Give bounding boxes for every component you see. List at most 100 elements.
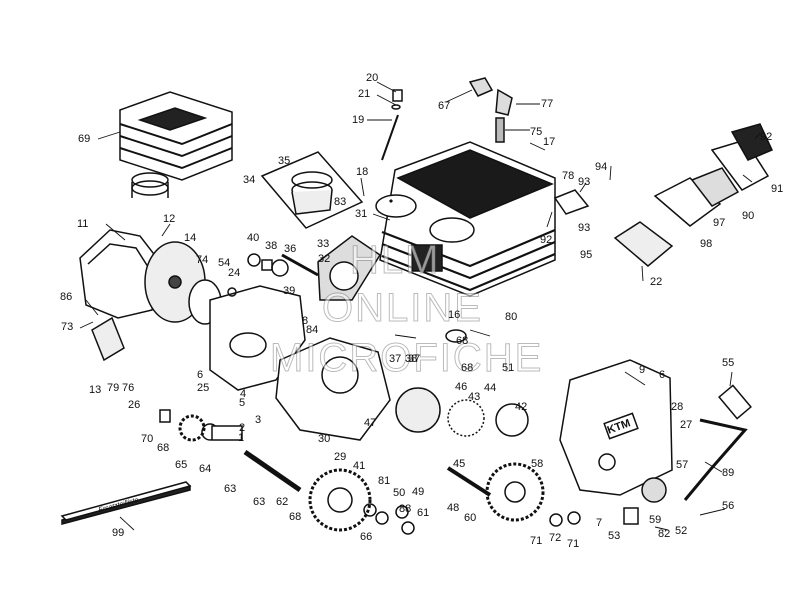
part-number-label: 25 bbox=[197, 382, 210, 394]
part-number-label: 86 bbox=[60, 291, 73, 303]
part-number-label: 94 bbox=[595, 161, 608, 173]
part-number-label: 16 bbox=[448, 309, 461, 321]
part-number-label: 39 bbox=[283, 285, 296, 297]
part-number-label: 63 bbox=[253, 496, 266, 508]
part-number-label: 7 bbox=[596, 517, 603, 529]
part-number-label: 77 bbox=[541, 98, 554, 110]
part-number-label: 21 bbox=[358, 88, 371, 100]
part-number-label: 75 bbox=[530, 126, 543, 138]
part-number-label: 1 bbox=[238, 432, 245, 444]
part-number-label: 43 bbox=[468, 391, 481, 403]
part-number-label: 27 bbox=[680, 419, 693, 431]
part-number-label: 78 bbox=[562, 170, 575, 182]
part-number-label: 49 bbox=[412, 486, 425, 498]
part-number-label: 64 bbox=[199, 463, 212, 475]
part-number-label: 24 bbox=[228, 267, 241, 279]
leader-lines bbox=[79, 81, 761, 531]
part-number-label: 50 bbox=[393, 487, 406, 499]
part-number-label: 70 bbox=[141, 433, 154, 445]
part-number-label: 57 bbox=[676, 459, 689, 471]
part-number-label: 73 bbox=[61, 321, 74, 333]
part-number-label: 92 bbox=[540, 234, 553, 246]
part-number-label: 31 bbox=[355, 208, 368, 220]
gearbox-drawing bbox=[178, 387, 545, 532]
part-number-label: 4 bbox=[240, 388, 247, 400]
part-number-label: 29 bbox=[334, 451, 347, 463]
part-number-label: 11 bbox=[77, 218, 89, 230]
part-number-label: 72 bbox=[549, 532, 562, 544]
part-number-label: 97 bbox=[713, 217, 726, 229]
watermark-line-3: MICROFICHE bbox=[269, 336, 544, 381]
part-number-label: 99 bbox=[112, 527, 125, 539]
part-number-label: 35 bbox=[278, 155, 291, 167]
part-number-label: 76 bbox=[122, 382, 135, 394]
part-number-label: 88 bbox=[399, 503, 412, 515]
part-number-label: 59 bbox=[649, 514, 662, 526]
part-number-label: 98 bbox=[700, 238, 713, 250]
part-number-label: 3 bbox=[255, 414, 262, 426]
part-number-label: 36 bbox=[284, 243, 297, 255]
part-number-label: 56 bbox=[722, 500, 735, 512]
part-number-label: 90 bbox=[742, 210, 755, 222]
cylinder-head-inset-drawing bbox=[119, 91, 233, 198]
part-number-label: 14 bbox=[184, 232, 197, 244]
part-number-label: 17 bbox=[543, 136, 556, 148]
flywheel-cover-drawing bbox=[79, 229, 161, 362]
kickstarter-drawing bbox=[683, 384, 752, 501]
part-number-label: 12 bbox=[163, 213, 176, 225]
part-number-label: 83 bbox=[334, 196, 347, 208]
watermark-line-1: HLM bbox=[349, 238, 441, 283]
watermark-line-2: ONLINE bbox=[322, 286, 483, 331]
part-number-label: 51 bbox=[502, 362, 515, 374]
spark-plug-drawing bbox=[468, 77, 513, 143]
piston-detail-drawing bbox=[260, 151, 364, 229]
part-number-label: 93 bbox=[578, 222, 591, 234]
part-number-label: 63 bbox=[224, 483, 237, 495]
cylinder-drawing bbox=[375, 141, 556, 297]
part-number-label: 38 bbox=[405, 353, 418, 365]
part-number-label: 55 bbox=[722, 357, 735, 369]
part-number-label: 13 bbox=[89, 384, 102, 396]
intake-parts-drawing bbox=[553, 123, 774, 267]
part-number-label: 38 bbox=[265, 240, 278, 252]
part-number-label: 44 bbox=[484, 382, 497, 394]
part-number-label: 61 bbox=[417, 507, 430, 519]
part-number-label: 80 bbox=[505, 311, 518, 323]
part-number-label: 33 bbox=[317, 238, 330, 250]
part-number-label: 68 bbox=[456, 335, 469, 347]
small-parts-drawing bbox=[159, 253, 667, 535]
part-number-label: 46 bbox=[455, 381, 468, 393]
part-number-label: 71 bbox=[567, 538, 580, 550]
part-number-label: 8 bbox=[302, 315, 309, 327]
part-number-label: 60 bbox=[464, 512, 477, 524]
part-number-label: 58 bbox=[531, 458, 544, 470]
part-number-label: 19 bbox=[352, 114, 365, 126]
crankshaft-drawing bbox=[281, 235, 382, 301]
part-number-label: 68 bbox=[289, 511, 302, 523]
part-number-label: 40 bbox=[247, 232, 260, 244]
stud-bolt-drawing bbox=[381, 89, 403, 161]
part-number-label: 95 bbox=[580, 249, 593, 261]
part-number-label: 79 bbox=[107, 382, 120, 394]
part-number-label: 84 bbox=[306, 324, 319, 336]
part-number-label: 82 bbox=[658, 528, 671, 540]
part-number-label: 18 bbox=[356, 166, 369, 178]
part-number-label: 37 bbox=[389, 353, 402, 365]
part-number-label: 22 bbox=[650, 276, 663, 288]
part-number-label: 6 bbox=[197, 369, 204, 381]
part-number-label: 41 bbox=[353, 460, 366, 472]
part-number-label: 37 bbox=[408, 353, 421, 365]
part-number-label: 20 bbox=[366, 72, 379, 84]
part-number-label: 53 bbox=[608, 530, 621, 542]
part-number-label: 47 bbox=[364, 417, 377, 429]
part-number-label: 26 bbox=[128, 399, 141, 411]
part-number-label: 68 bbox=[461, 362, 474, 374]
parts-booklet-drawing bbox=[60, 481, 192, 525]
part-number-label: 42 bbox=[515, 401, 528, 413]
part-number-label: 69 bbox=[78, 133, 91, 145]
part-number-label: 28 bbox=[671, 401, 684, 413]
part-number-label: 5 bbox=[239, 397, 246, 409]
part-number-label: 6 bbox=[659, 369, 666, 381]
part-number-label: 81 bbox=[378, 475, 391, 487]
